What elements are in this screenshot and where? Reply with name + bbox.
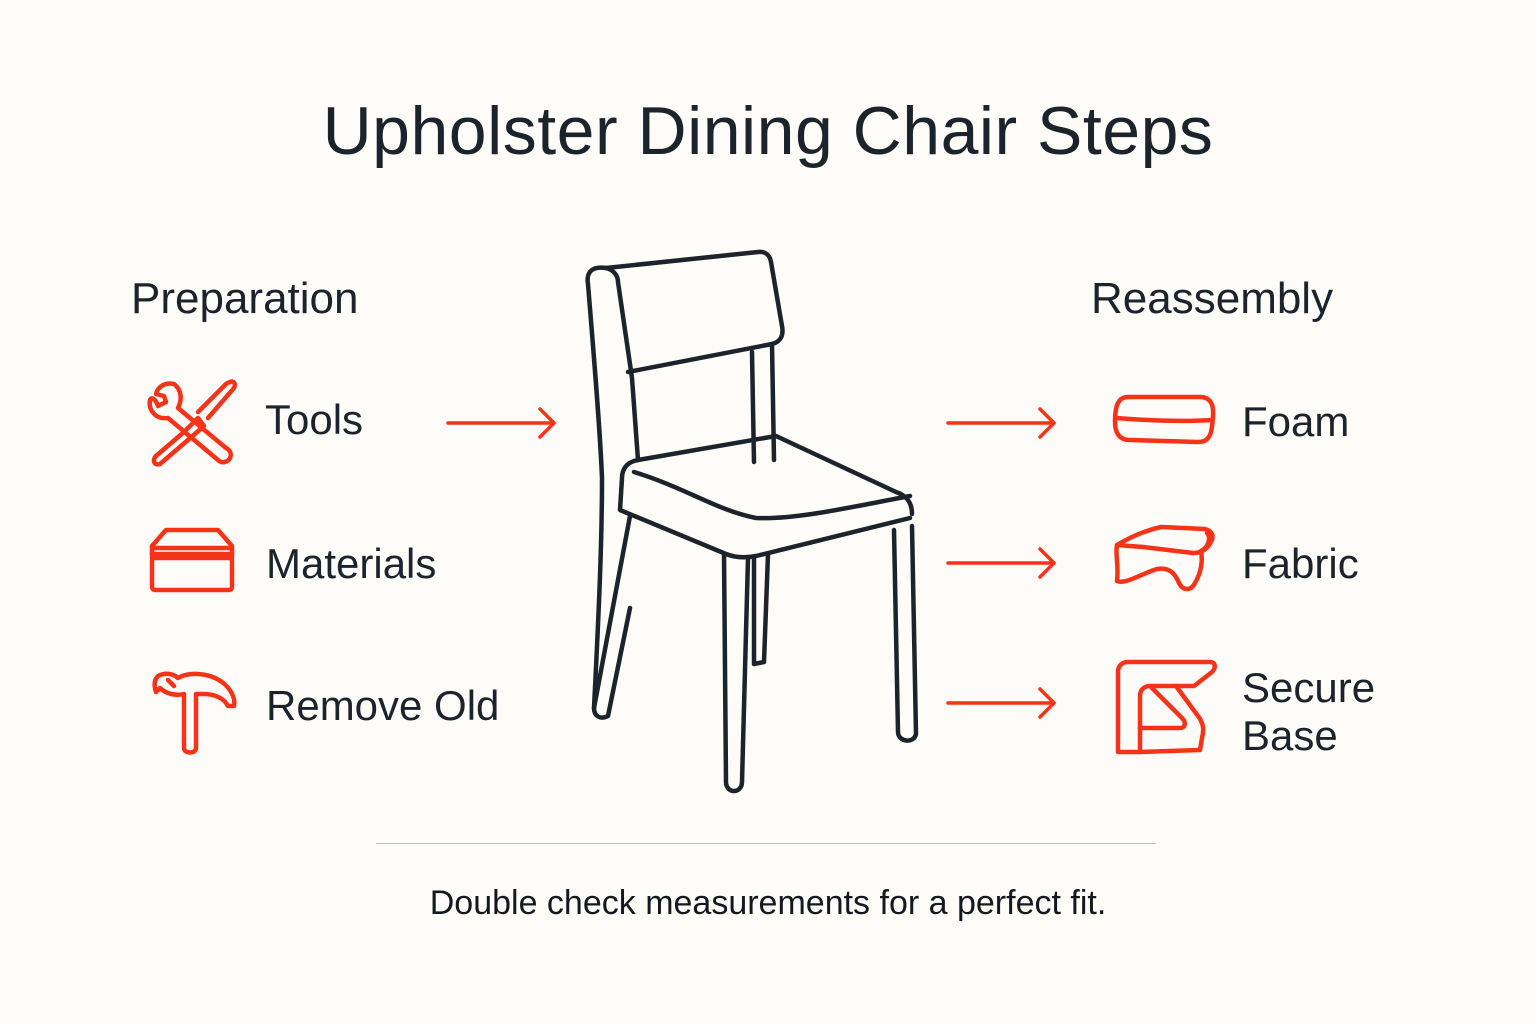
step-label-secure-line1: Secure: [1242, 664, 1376, 711]
step-label-tools: Tools: [265, 396, 364, 443]
fabric-drape-icon: [1113, 524, 1217, 595]
step-label-materials: Materials: [266, 540, 437, 587]
preparation-heading: Preparation: [131, 274, 359, 323]
dining-chair-illustration: [585, 248, 938, 800]
arrow-right-icon: [946, 547, 1058, 579]
hammer-icon: [152, 670, 238, 756]
arrow-right-icon: [946, 687, 1058, 719]
step-label-secure-line2: Base: [1242, 712, 1338, 759]
arrow-right-icon: [946, 407, 1058, 439]
reassembly-heading: Reassembly: [1091, 274, 1334, 323]
step-label-secure-base: Secure Base: [1242, 664, 1375, 760]
step-label-fabric: Fabric: [1242, 540, 1359, 587]
staple-gun-icon: [1114, 659, 1218, 756]
foam-cushion-icon: [1112, 394, 1216, 446]
step-label-remove-old: Remove Old: [266, 682, 500, 729]
footer-note: Double check measurements for a perfect …: [429, 884, 1107, 922]
step-label-foam: Foam: [1242, 398, 1350, 445]
arrow-right-icon: [446, 407, 558, 439]
stacked-box-icon: [148, 527, 236, 593]
wrench-screwdriver-icon: [146, 378, 238, 468]
footer-divider: [376, 843, 1156, 844]
page-title: Upholster Dining Chair Steps: [322, 93, 1214, 169]
